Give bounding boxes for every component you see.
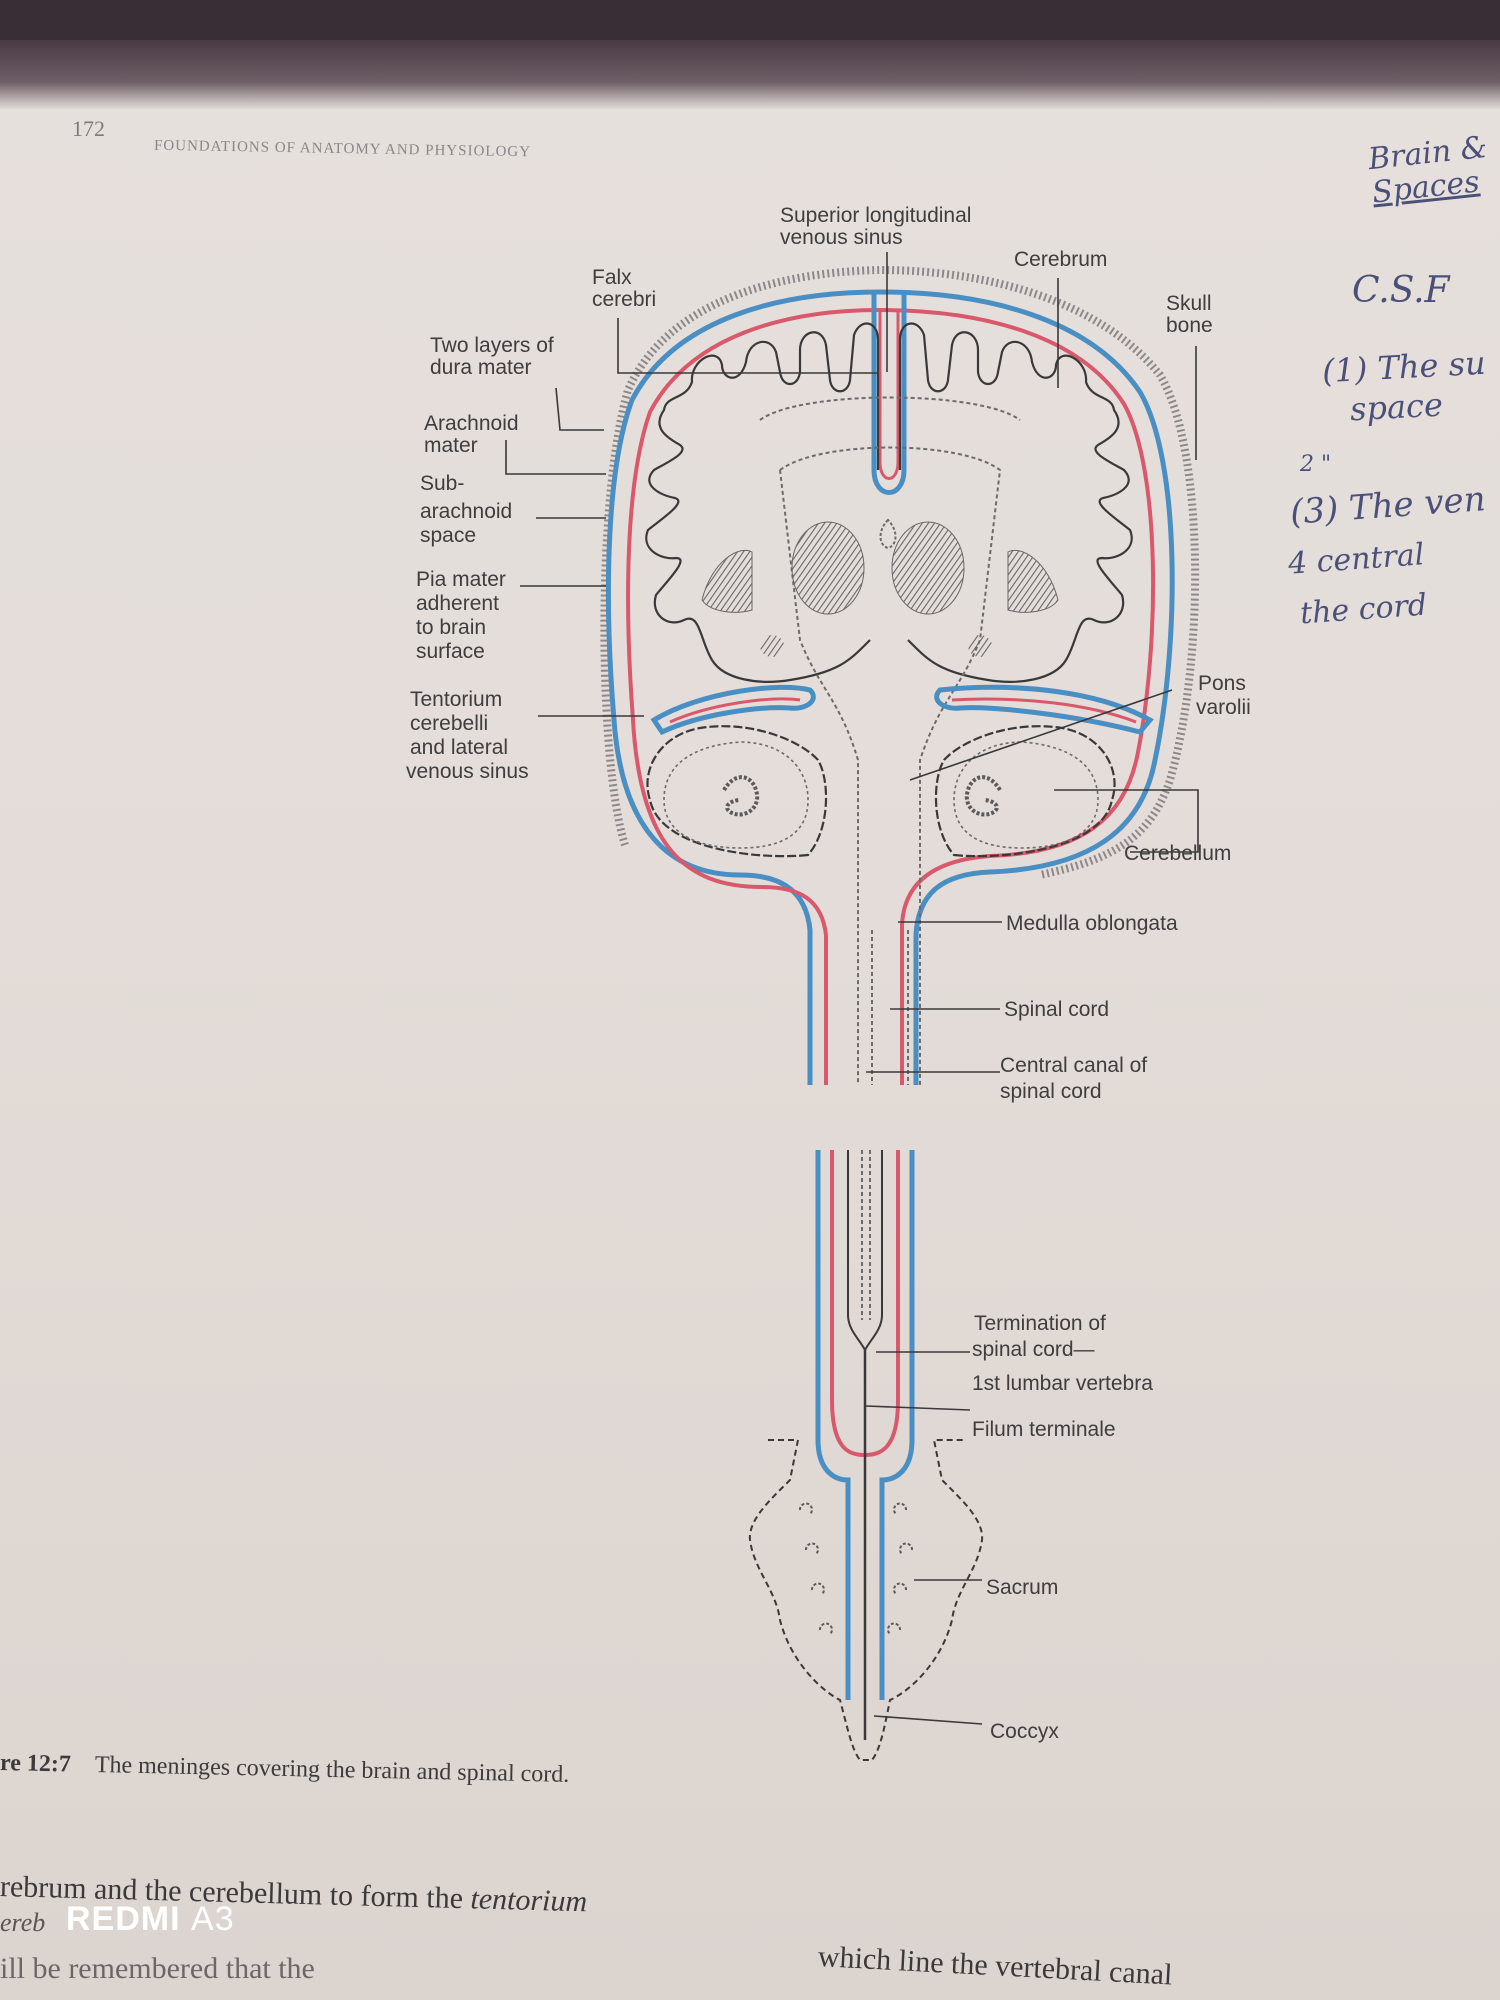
body-text-line-2: ereb xyxy=(0,1908,46,1937)
cerebellum-left xyxy=(646,725,828,858)
label-pia-mater: Pia mater xyxy=(416,568,506,591)
label-line: surface xyxy=(416,640,485,663)
dura-mater-spinal-right xyxy=(879,1150,915,1700)
label-pons-varolii: Pons xyxy=(1198,672,1246,695)
label-line: spinal cord— xyxy=(972,1338,1095,1361)
central-canal-upper xyxy=(871,930,909,1085)
camera-watermark: REDMI A3 xyxy=(66,1900,235,1939)
dentate-nucleus-right xyxy=(964,775,1002,817)
label-falx-cerebri: Falx xyxy=(592,266,632,289)
label-medulla-oblongata: Medulla oblongata xyxy=(1006,912,1178,935)
label-superior-longitudinal-venous-sinus: Superior longitudinal xyxy=(780,204,971,227)
margin-note-3: C.S.F xyxy=(1352,270,1450,311)
cerebrum-left-outline xyxy=(645,322,880,683)
cerebellum-right xyxy=(934,725,1116,858)
label-termination-spinal-cord: Termination of xyxy=(974,1312,1106,1335)
label-coccyx: Coccyx xyxy=(990,1720,1059,1743)
label-line: mater xyxy=(424,434,478,457)
label-leader-lines xyxy=(505,252,1199,1725)
thalamus-left xyxy=(791,521,865,615)
label-line: adherent xyxy=(416,592,499,615)
central-canal-lower xyxy=(861,1150,871,1320)
page-number: 172 xyxy=(72,116,105,141)
dentate-nucleus-left xyxy=(722,775,760,817)
label-line: cerebelli xyxy=(410,712,488,735)
label-sacrum: Sacrum xyxy=(986,1576,1058,1599)
diagram-labels: Superior longitudinal venous sinus Falx … xyxy=(406,204,1251,1743)
label-two-layers-dura-mater: Two layers of xyxy=(430,334,554,357)
book-page: 172 FOUNDATIONS OF ANATOMY AND PHYSIOLOG… xyxy=(0,40,1500,2000)
lentiform-nucleus-right xyxy=(1007,549,1059,613)
label-line: varolii xyxy=(1196,696,1251,719)
body-text-line-3: ill be remembered that the xyxy=(0,1952,315,1985)
label-line: arachnoid xyxy=(420,500,512,523)
tentorium-left xyxy=(650,684,816,736)
label-line: cerebri xyxy=(592,288,656,311)
label-subarachnoid-space: Sub- xyxy=(420,472,464,495)
lentiform-nucleus-left xyxy=(701,549,753,613)
label-line: spinal cord xyxy=(1000,1080,1102,1103)
label-central-canal: Central canal of xyxy=(1000,1054,1147,1077)
watermark-brand: REDMI xyxy=(66,1900,181,1938)
falx-cerebri xyxy=(871,294,907,495)
label-cerebellum: Cerebellum xyxy=(1124,842,1231,865)
sacral-foramina xyxy=(799,1502,913,1635)
meninges-diagram: Superior longitudinal venous sinus Falx … xyxy=(406,204,1251,1761)
label-line: to brain xyxy=(416,616,486,639)
spinal-cord-lower xyxy=(847,1150,883,1353)
skull-bone-outline xyxy=(600,265,1200,879)
label-line: 1st lumbar vertebra xyxy=(972,1372,1153,1395)
margin-note-6: 2 " xyxy=(1300,452,1332,477)
label-line: and lateral xyxy=(410,736,508,759)
dura-mater-spinal-left xyxy=(815,1150,851,1700)
label-tentorium-cerebelli: Tentorium xyxy=(410,688,502,711)
label-line: venous sinus xyxy=(406,760,529,783)
dura-mater-outer xyxy=(605,289,1175,1085)
sacrum-outline xyxy=(748,1439,984,1761)
tentorium-right xyxy=(934,684,1154,735)
label-cerebrum: Cerebrum xyxy=(1014,248,1107,271)
label-line: bone xyxy=(1166,314,1213,337)
label-line: venous sinus xyxy=(780,226,903,249)
label-line: space xyxy=(420,524,476,547)
figure-number: re 12:7 xyxy=(0,1750,72,1778)
cerebrum-right-outline xyxy=(898,322,1133,683)
label-arachnoid-mater: Arachnoid xyxy=(424,412,519,435)
page-top-shadow xyxy=(0,40,1500,110)
watermark-model: A3 xyxy=(191,1900,235,1938)
label-filum-terminale: Filum terminale xyxy=(972,1418,1116,1441)
thalamus-right xyxy=(891,521,965,615)
label-spinal-cord: Spinal cord xyxy=(1004,998,1109,1021)
label-line: dura mater xyxy=(430,356,532,379)
label-skull-bone: Skull xyxy=(1166,292,1212,315)
